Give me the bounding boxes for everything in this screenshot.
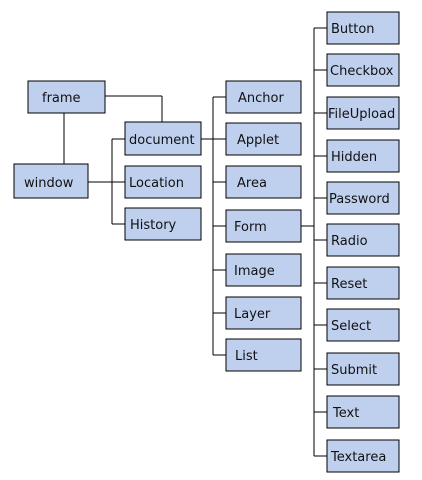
node-image: Image: [225, 253, 302, 287]
node-checkbox-label: Checkbox: [330, 64, 394, 79]
node-submit: Submit: [326, 352, 400, 386]
node-hidden-label: Hidden: [331, 150, 377, 165]
connectors: [63, 27, 327, 457]
node-applet: Applet: [225, 122, 302, 156]
node-applet-label: Applet: [237, 133, 279, 148]
node-window: window: [13, 163, 89, 199]
node-window-label: window: [24, 176, 74, 191]
node-password: Password: [326, 181, 400, 215]
node-frame-label: frame: [42, 91, 81, 106]
node-location: Location: [124, 165, 202, 199]
node-checkbox: Checkbox: [326, 53, 400, 87]
node-fileupload: FileUpload: [326, 96, 400, 130]
node-text-label: Text: [332, 406, 359, 421]
node-anchor: Anchor: [225, 80, 302, 114]
node-password-label: Password: [329, 192, 390, 207]
node-form: Form: [225, 209, 302, 243]
node-document-label: document: [129, 133, 195, 148]
node-reset: Reset: [326, 266, 400, 300]
node-fileupload-label: FileUpload: [328, 107, 395, 122]
node-history-label: History: [130, 218, 177, 233]
node-image-label: Image: [234, 264, 275, 279]
node-radio-label: Radio: [331, 234, 368, 249]
node-submit-label: Submit: [331, 363, 377, 378]
node-layer: Layer: [225, 296, 302, 330]
node-textarea-label: Textarea: [330, 450, 386, 465]
node-area: Area: [225, 165, 302, 199]
node-select: Select: [326, 308, 400, 342]
node-button: Button: [326, 11, 400, 45]
node-button-label: Button: [331, 22, 375, 37]
node-layer-label: Layer: [234, 307, 271, 322]
node-select-label: Select: [331, 319, 371, 334]
node-history: History: [124, 207, 202, 241]
node-radio: Radio: [326, 223, 400, 257]
node-hidden: Hidden: [326, 139, 400, 173]
node-frame: frame: [27, 80, 106, 114]
node-list: List: [225, 338, 302, 372]
node-anchor-label: Anchor: [238, 91, 284, 106]
node-list-label: List: [235, 349, 258, 364]
node-textarea: Textarea: [326, 439, 400, 473]
node-form-label: Form: [234, 220, 267, 235]
node-text: Text: [326, 395, 400, 429]
node-document: document: [124, 121, 202, 156]
node-reset-label: Reset: [331, 277, 367, 292]
node-location-label: Location: [129, 176, 184, 191]
node-area-label: Area: [237, 176, 267, 191]
